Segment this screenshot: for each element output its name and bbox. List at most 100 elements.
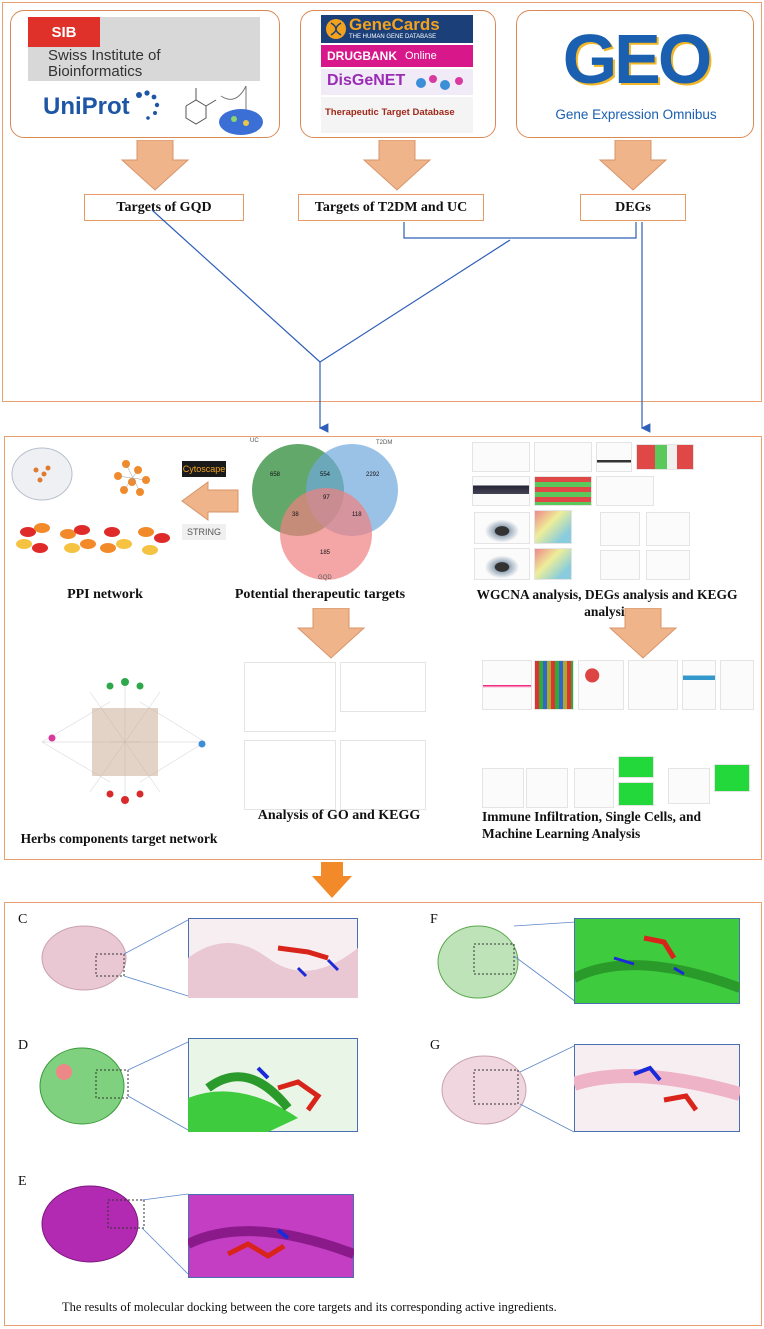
ttd-logo: Therapeutic Target Database [321, 97, 473, 133]
sib-logo: SIB Swiss Institute of Bioinformatics [28, 17, 260, 81]
ml-thumb [668, 768, 710, 804]
wgcna-thumb [472, 442, 530, 472]
wgcna-thumb [646, 550, 690, 580]
wgcna-heatmap-thumb [534, 476, 592, 506]
down-arrow-docking [312, 862, 352, 898]
source-box-sib-uniprot: SIB Swiss Institute of Bioinformatics Un… [10, 10, 280, 138]
venn-value-all: 97 [323, 495, 330, 501]
middle-section-frame [4, 436, 762, 860]
panel-label-e: E [18, 1174, 27, 1189]
dna-icon [326, 19, 346, 39]
protein-blob-icon [219, 109, 263, 135]
connector-lines [151, 209, 651, 433]
venn-label-uc: UC [250, 438, 259, 444]
wgcna-thumb [534, 442, 592, 472]
panel-g-protein [441, 1055, 527, 1125]
bottom-section-frame [4, 902, 762, 1326]
venn-value-t2dm-gqd: 118 [352, 512, 362, 518]
docking-caption: The results of molecular docking between… [62, 1300, 557, 1314]
wgcna-label: WGCNA analysis, DEGs analysis and KEGG a… [476, 587, 738, 619]
go-kegg-figure [244, 662, 434, 812]
genecards-name: GeneCards [349, 15, 440, 34]
venn-value-uc-t2dm: 554 [320, 472, 331, 478]
genecards-logo: GeneCards THE HUMAN GENE DATABASE [321, 15, 473, 43]
wgcna-thumb [596, 442, 632, 472]
ml-green-thumb [618, 782, 654, 806]
sib-mark-text: SIB [51, 23, 77, 41]
immune-thumb [682, 660, 716, 710]
targets-gqd-label: Targets of GQD [116, 199, 212, 215]
wgcna-heatmap-thumb [534, 548, 572, 580]
herbs-network-figure [41, 678, 206, 806]
panel-label-d: D [18, 1038, 29, 1053]
disgenet-logo: DisGeNET [321, 69, 473, 95]
disgenet-name: DisGeNET [327, 72, 406, 89]
panel-label-g: G [430, 1038, 441, 1053]
herbs-network-label: Herbs components target network [20, 831, 218, 846]
disgenet-dots-icon [416, 75, 463, 90]
go-tree-thumb [244, 662, 336, 732]
panel-d-connectors [127, 1041, 189, 1131]
venn-value-uc-only: 658 [270, 472, 281, 478]
wgcna-thumb [596, 476, 654, 506]
ml-thumb [526, 768, 568, 808]
wgcna-volcano-thumb [474, 548, 530, 580]
singlecell-thumb [578, 660, 624, 710]
panel-e-protein [41, 1185, 145, 1263]
immune-bar-thumb [534, 660, 574, 710]
panel-d-zoom [188, 1038, 358, 1132]
venn-circle-gqd [280, 488, 372, 580]
panel-c-zoom [188, 918, 358, 998]
ppi-network-figure [11, 447, 170, 555]
panel-f-protein [437, 925, 519, 999]
source-box-databases: GeneCards THE HUMAN GENE DATABASE DRUGBA… [300, 10, 496, 138]
down-arrow-2 [362, 140, 432, 191]
panel-e-zoom [188, 1194, 354, 1278]
down-arrow-go [296, 608, 366, 659]
wgcna-figure-grid [472, 442, 752, 582]
uniprot-logo: UniProt [43, 93, 130, 120]
source-box-geo: GEO Gene Expression Omnibus [516, 10, 754, 138]
panel-f-connectors [513, 921, 577, 1003]
geo-subtitle: Gene Expression Omnibus [555, 107, 717, 122]
venn-value-t2dm-only: 2292 [366, 472, 380, 478]
panel-e-connectors [141, 1193, 189, 1275]
string-label: STRING [186, 527, 221, 537]
down-arrow-immune [608, 608, 678, 659]
wgcna-thumb [600, 512, 640, 546]
wgcna-thumb [600, 550, 640, 580]
venn-diagram [252, 444, 398, 580]
immune-thumb [720, 660, 754, 710]
sib-line1: Swiss Institute of [48, 47, 161, 64]
ml-green-thumb [618, 756, 654, 778]
panel-c-connectors [123, 919, 189, 997]
down-arrow-1 [120, 140, 190, 191]
panel-c-protein [41, 925, 127, 991]
panel-g-connectors [519, 1045, 575, 1133]
ml-thumb [574, 768, 614, 808]
degs-label: DEGs [615, 199, 651, 215]
ttd-name: Therapeutic Target Database [325, 107, 455, 118]
drugbank-suffix: Online [405, 50, 437, 62]
panel-g-zoom [574, 1044, 740, 1132]
panel-d-protein [39, 1047, 129, 1125]
kegg-dotplot-thumb [244, 740, 336, 810]
go-kegg-label: Analysis of GO and KEGG [257, 808, 421, 823]
venn-value-uc-gqd: 38 [292, 512, 299, 518]
venn-label-gqd: GQD [318, 575, 332, 581]
wgcna-volcano-thumb [474, 512, 530, 544]
targets-t2dm-uc-box: Targets of T2DM and UC [298, 194, 484, 221]
panel-label-c: C [18, 912, 28, 927]
panel-f-zoom [574, 918, 740, 1004]
geo-logo-mark: GEO [562, 20, 713, 98]
go-tree-thumb [340, 662, 426, 712]
ml-thumb [482, 768, 524, 808]
string-badge: STRING [182, 524, 226, 540]
immune-figure-grid [482, 660, 754, 810]
immune-thumb [628, 660, 678, 710]
left-arrow [181, 481, 239, 521]
potential-targets-label: Potential therapeutic targets [234, 587, 406, 602]
sib-mark: SIB [28, 17, 100, 47]
ml-green-thumb [714, 764, 750, 792]
top-section-frame [2, 2, 762, 402]
